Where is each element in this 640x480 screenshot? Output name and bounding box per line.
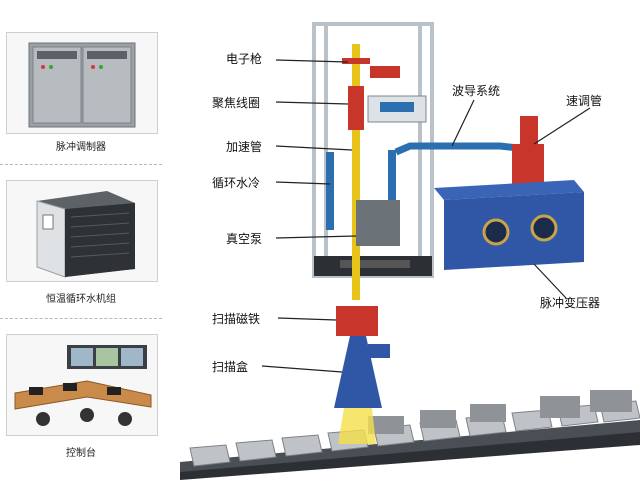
chiller-caption: 恒温循环水机组 — [46, 294, 116, 305]
console-image — [14, 345, 152, 426]
pulse-modulator-caption: 脉冲调制器 — [56, 142, 106, 153]
console-panel — [6, 334, 158, 436]
chiller-image — [36, 191, 135, 278]
cooling-pipe — [326, 152, 334, 230]
pulse-modulator-image — [28, 42, 136, 128]
leader-lines — [261, 59, 591, 373]
scan-magnet-body — [336, 306, 378, 336]
divider-1 — [0, 164, 162, 165]
klystron-body — [512, 116, 544, 190]
waveguide — [394, 142, 519, 156]
beam-glow — [338, 408, 376, 444]
label-waveguide: 波导系统 — [452, 84, 501, 98]
label-electron-gun: 电子枪 — [226, 52, 263, 66]
conveyor — [180, 390, 640, 480]
vacuum-pump-body — [356, 200, 400, 246]
pulse-transformer-body — [434, 180, 584, 270]
label-vacuum-pump: 真空泵 — [226, 232, 263, 246]
chiller-panel — [6, 180, 158, 282]
electron-gun-body — [342, 58, 370, 64]
label-focus-coil: 聚焦线圈 — [212, 96, 261, 110]
accelerator-tube-body — [352, 44, 360, 300]
console-caption: 控制台 — [66, 448, 96, 459]
label-cooling: 循环水冷 — [212, 176, 261, 190]
label-accelerator-tube: 加速管 — [226, 140, 263, 154]
divider-2 — [0, 318, 162, 319]
control-box — [367, 95, 427, 123]
label-scan-magnet: 扫描磁铁 — [212, 312, 261, 326]
pulse-modulator-panel — [6, 32, 158, 134]
label-pulse-transformer: 脉冲变压器 — [540, 296, 601, 310]
label-klystron: 速调管 — [566, 94, 603, 108]
label-scan-box: 扫描盒 — [212, 360, 249, 374]
focus-coil-body — [348, 86, 364, 130]
